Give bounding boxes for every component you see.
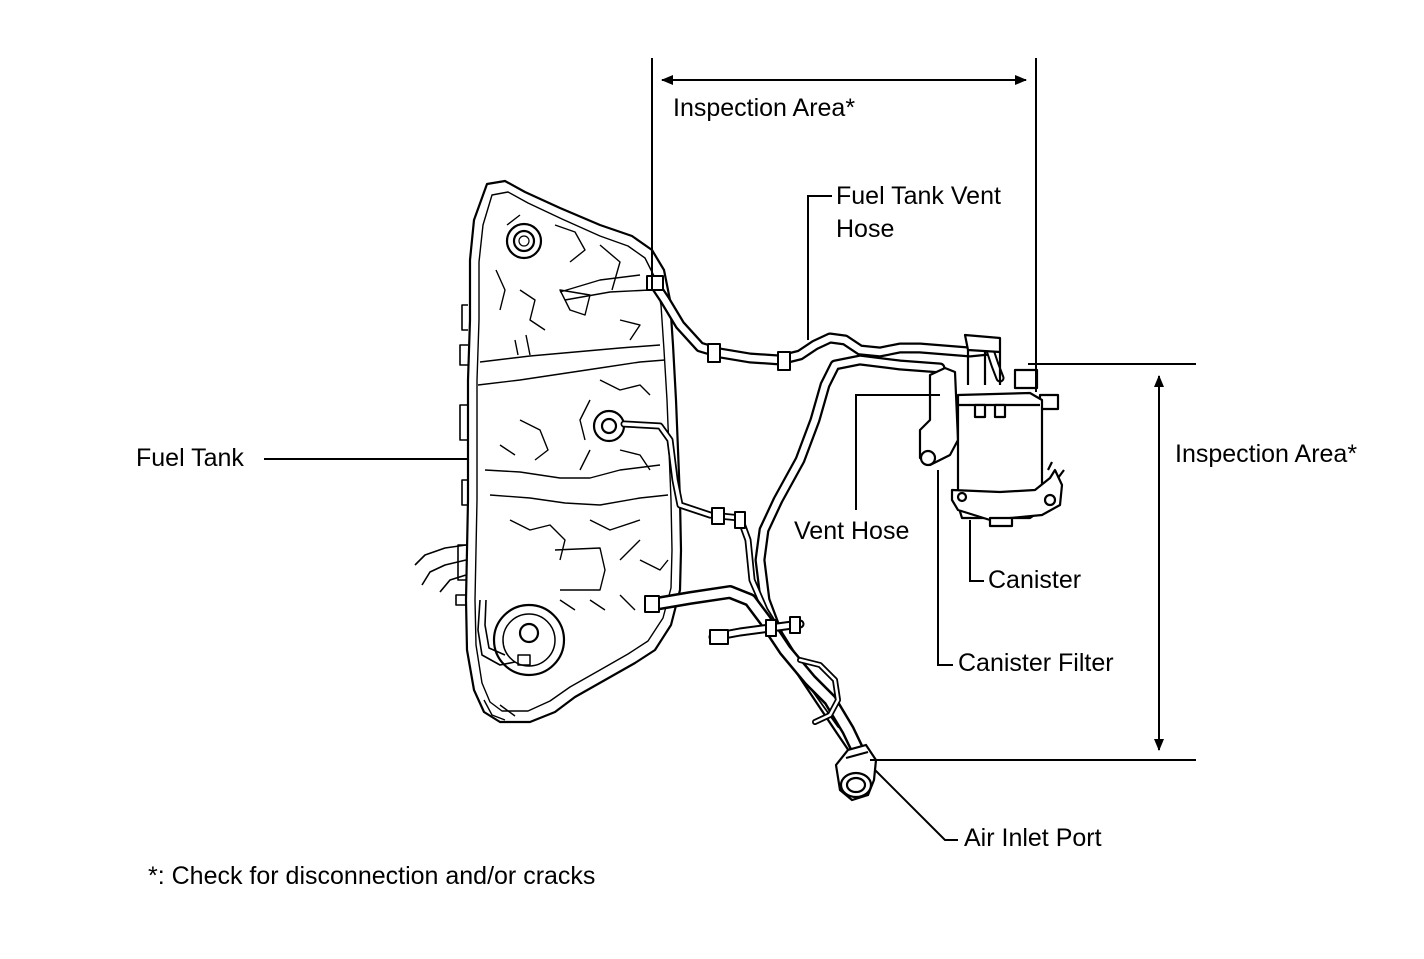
- inspection-area-right-label: Inspection Area*: [1175, 440, 1358, 468]
- filler-and-vent-pipes: [620, 354, 946, 762]
- canister-filter-label: Canister Filter: [958, 649, 1114, 677]
- footnote: *: Check for disconnection and/or cracks: [148, 862, 596, 890]
- dimension-lines: [264, 58, 1196, 841]
- fuel-tank-vent-hose-label-line2: Hose: [836, 215, 895, 243]
- air-inlet-port-label: Air Inlet Port: [964, 824, 1102, 852]
- inspection-area-top-label: Inspection Area*: [673, 94, 856, 122]
- fuel-tank-vent-hose-drawing: [646, 275, 1005, 383]
- fuel-tank-vent-hose-label-line1: Fuel Tank Vent: [836, 182, 1001, 210]
- canister-label: Canister: [988, 566, 1082, 594]
- vent-hose-label: Vent Hose: [794, 517, 910, 545]
- air-inlet-port-drawing: [834, 743, 878, 802]
- canister-drawing: [918, 333, 1065, 528]
- fuel-tank-drawing: [414, 179, 683, 724]
- fuel-tank-label: Fuel Tank: [136, 444, 244, 472]
